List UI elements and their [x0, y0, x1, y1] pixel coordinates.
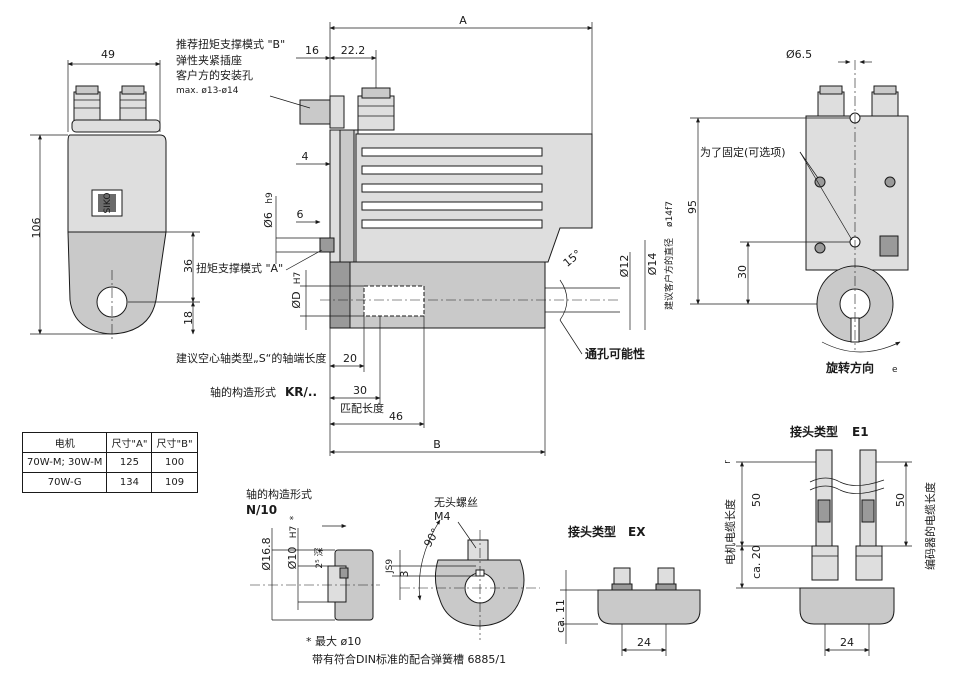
encoder-cable-label: 编码器的电缆长度 [923, 482, 937, 570]
dimension-table: 电机 尺寸"A" 尺寸"B" 70W-M; 30W-M 125 100 70W-… [21, 432, 198, 493]
connector-ex-code: EX [628, 525, 646, 539]
connector-ex-detail: 接头类型 EX ca. 11 24 [554, 524, 701, 656]
dim-depth: 2⁵ 深 [314, 547, 325, 568]
dim-d6-tol: h9 [265, 192, 275, 204]
table-row: 70W-M; 30W-M 125 100 [21, 452, 198, 473]
dim-A: A [459, 14, 467, 27]
rotation-suffix: e [892, 365, 898, 375]
set-screw-label: 无头螺丝 [434, 496, 478, 509]
table-cell: 109 [151, 472, 198, 493]
connector-e1-code: E1 [852, 425, 869, 439]
table-cell: 70W-G [21, 472, 108, 493]
dim-d16-8: Ø16.8 [260, 537, 273, 570]
dim-24-e1: 24 [840, 636, 854, 649]
customer-diameter-label: 建议客户方的直径 [663, 238, 675, 310]
dim-B: B [433, 438, 441, 451]
customer-diameter-tol: ø14f7 [665, 201, 675, 227]
dim-16: 16 [305, 44, 319, 57]
mating-length: 匹配长度 [340, 401, 384, 415]
rear-view: Ø6.5 95 30 为了固定(可选项) 旋转方向 e [686, 48, 909, 375]
dim-15deg: 15° [561, 247, 584, 269]
dim-30-rear: 30 [736, 265, 749, 279]
dim-18: 18 [182, 311, 195, 325]
hollow-shaft-label: 建议空心轴类型„S“的轴端长度 [176, 351, 326, 365]
shaft-form-label: 轴的构造形式 [210, 385, 276, 399]
siko-logo: SIKO [103, 193, 113, 214]
dim-106: 106 [30, 218, 43, 239]
connector-ex-title: 接头类型 [568, 524, 616, 539]
motor-cable-suffix: r [723, 460, 733, 464]
dim-90deg: 90° [421, 526, 442, 549]
side-view: A 16 22.2 4 6 Ø6 h9 ØD H7 20 30 46 匹配长度 [176, 14, 675, 456]
dim-d6-5: Ø6.5 [786, 48, 812, 61]
dim-ca11: ca. 11 [554, 599, 567, 633]
motor-cable-label: 电机电缆长度 [723, 499, 737, 565]
dim-dD-tol: H7 [293, 272, 303, 285]
shaft-n10-code: N/10 [246, 503, 277, 517]
dim-6: 6 [297, 208, 304, 221]
dim-95: 95 [686, 200, 699, 214]
note-star: * 最大 ø10 [306, 634, 361, 648]
table-header: 电机 [21, 432, 108, 453]
front-view: SIKO 49 106 36 18 [30, 48, 200, 340]
torque-b-label: 推荐扭矩支撑模式 "B" 弹性夹紧插座 客户方的安装孔 max. ø13-ø14 [176, 37, 289, 96]
table-cell: 100 [151, 452, 198, 473]
table-header: 尺寸"A" [106, 432, 153, 453]
shaft-n10-detail: 轴的构造形式 N/10 Ø16.8 Ø10 H7 * 2⁵ 深 * 最大 ø10… [246, 487, 506, 666]
dim-ca20: ca. 20 [750, 545, 763, 579]
dim-50-left: 50 [750, 493, 763, 507]
dim-dD: ØD [290, 291, 303, 308]
note-din: 带有符合DIN标准的配合弹簧槽 6885/1 [312, 652, 506, 666]
dim-d6: Ø6 [262, 212, 275, 228]
dim-3: 3 [398, 571, 411, 578]
table-row: 70W-G 134 109 [21, 472, 198, 493]
table-cell: 134 [106, 472, 153, 493]
shaft-n10-title: 轴的构造形式 [246, 487, 312, 501]
table-cell: 125 [106, 452, 153, 473]
dim-4: 4 [302, 150, 309, 163]
dim-d12: Ø12 [618, 255, 631, 278]
dim-d10: Ø10 [286, 547, 299, 570]
fix-label: 为了固定(可选项) [700, 145, 786, 159]
dim-36: 36 [182, 259, 195, 273]
table-header-row: 电机 尺寸"A" 尺寸"B" [21, 432, 198, 453]
dim-js9: JS9 [385, 559, 395, 574]
dim-d10-tol: H7 [289, 526, 299, 539]
set-screw-detail: 90° 无头螺丝 M4 JS9 3 [385, 496, 540, 640]
set-screw-size: M4 [434, 510, 451, 523]
dim-22-2: 22.2 [341, 44, 366, 57]
shaft-form-code: KR/.. [285, 385, 317, 399]
dim-d14: Ø14 [646, 253, 659, 276]
dim-30: 30 [353, 384, 367, 397]
dim-24-ex: 24 [637, 636, 651, 649]
dim-20: 20 [343, 352, 357, 365]
dim-star: * [289, 515, 299, 520]
table-cell: 70W-M; 30W-M [21, 452, 108, 473]
table-header: 尺寸"B" [151, 432, 198, 453]
through-hole-label: 通孔可能性 [585, 346, 645, 361]
dim-49: 49 [101, 48, 115, 61]
dim-46: 46 [389, 410, 403, 423]
connector-e1-detail: 接头类型 E1 50 ca. 20 电机电缆长度 r 50 编码器的电缆长度 [723, 424, 937, 656]
connector-e1-title: 接头类型 [790, 424, 838, 439]
torque-a-label: 扭矩支撑模式 "A" [196, 261, 283, 275]
dim-50-right: 50 [894, 493, 907, 507]
rotation-label: 旋转方向 [825, 360, 874, 375]
